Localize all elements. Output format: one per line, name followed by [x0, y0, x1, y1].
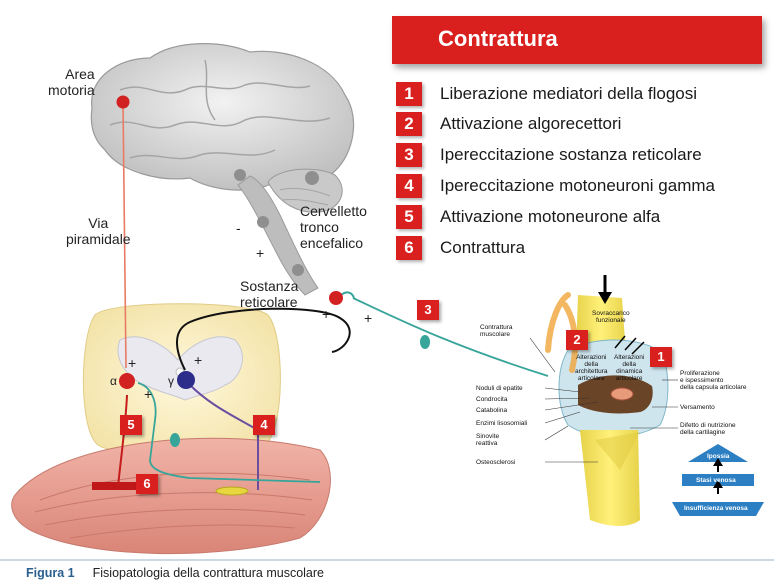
- badge-1: 1: [650, 347, 672, 367]
- label-sostanza: Sostanza: [240, 278, 299, 294]
- label-contrattura-2: muscolare: [480, 331, 510, 338]
- sign-plus-1: +: [256, 245, 265, 261]
- label-alt-arch-2: della: [584, 361, 599, 368]
- label-alt-arch-1: Alterazioni: [576, 354, 607, 361]
- title-box: Contrattura: [392, 16, 762, 64]
- label-alpha: α: [110, 374, 117, 388]
- legend-num-2: 2: [396, 112, 422, 136]
- label-osteosclerosi: Osteosclerosi: [476, 459, 516, 466]
- label-alt-din-3: dinamica: [616, 368, 643, 375]
- label-encefalico: encefalico: [300, 235, 364, 251]
- label-sovraccarico: Sovraccarico funzionale: [592, 310, 630, 324]
- label-sinovite-1: Sinovite: [476, 433, 500, 440]
- label-alt-dinamica: Alterazioni della dinamica articolare: [614, 354, 644, 382]
- sign-plus-4: +: [128, 355, 137, 371]
- label-proliferazione-1: Proliferazione: [680, 370, 720, 377]
- legend-text-2: Attivazione algorecettori: [440, 114, 622, 133]
- label-gamma: γ: [168, 374, 174, 388]
- badge-3: 3: [417, 300, 439, 320]
- caption-text: Fisiopatologia della contrattura muscola…: [92, 566, 324, 580]
- label-ipossia: Ipossia: [707, 453, 730, 460]
- sign-plus-6: +: [144, 386, 153, 402]
- label-catabolina: Catabolina: [476, 407, 508, 414]
- neurons: [116, 95, 343, 389]
- badge-4: 4: [253, 415, 275, 435]
- label-versamento: Versamento: [680, 404, 715, 411]
- badge-2: 2: [566, 330, 588, 350]
- legend-num-4: 4: [396, 174, 422, 198]
- label-motoria: motoria: [48, 82, 95, 98]
- label-sovraccarico-1: Sovraccarico: [592, 310, 630, 317]
- legend-num-3: 3: [396, 143, 422, 167]
- label-cervelletto-text: Cervelletto: [300, 203, 367, 219]
- label-proliferazione-3: della capsula articolare: [680, 384, 747, 391]
- label-difetto: Difetto di nutrizione della cartilagine: [680, 422, 736, 436]
- label-contrattura-1: Contrattura: [480, 324, 513, 331]
- legend-text-4: Ipereccitazione motoneuroni gamma: [440, 176, 715, 195]
- label-insufficienza-venosa: Insufficienza venosa: [684, 505, 748, 512]
- knee-joint: [529, 275, 764, 526]
- legend-num-5: 5: [396, 205, 422, 229]
- label-sinovite-2: reattiva: [476, 440, 498, 447]
- label-area-motoria: Area motoria: [48, 66, 95, 98]
- muscle: [11, 437, 331, 555]
- label-cervelletto: Cervelletto tronco encefalico: [300, 203, 367, 251]
- caption-label: Figura 1: [26, 566, 75, 580]
- label-noduli: Noduli di epatite: [476, 385, 523, 392]
- label-proliferazione: Proliferazione e ispessimento della caps…: [680, 370, 746, 391]
- sign-plus-2: +: [322, 306, 331, 322]
- label-enzimi: Enzimi lisosomiali: [476, 420, 528, 427]
- legend-num-6: 6: [396, 236, 422, 260]
- sign-plus-3: +: [364, 310, 373, 326]
- label-sinovite: Sinovite reattiva: [476, 433, 499, 447]
- label-contrattura-muscolare: Contrattura muscolare: [480, 324, 513, 338]
- legend-text-3: Ipereccitazione sostanza reticolare: [440, 145, 702, 164]
- label-reticolare: reticolare: [240, 294, 298, 310]
- legend-text-5: Attivazione motoneurone alfa: [440, 207, 661, 226]
- title-text: Contrattura: [438, 26, 558, 51]
- label-sovraccarico-2: funzionale: [595, 317, 626, 324]
- badge-6: 6: [136, 474, 158, 494]
- legend-text-6: Contrattura: [440, 238, 526, 257]
- label-alt-arch-3: architettura: [575, 368, 608, 375]
- label-area: Area: [65, 66, 95, 82]
- label-stasi-venosa: Stasi venosa: [696, 477, 736, 484]
- label-via-piramidale: Via piramidale: [66, 215, 131, 247]
- sign-minus: -: [236, 220, 241, 236]
- nerve-paths: [117, 101, 549, 490]
- legend-num-1: 1: [396, 82, 422, 106]
- label-difetto-1: Difetto di nutrizione: [680, 422, 736, 429]
- figure-caption: Figura 1 Fisiopatologia della contrattura…: [26, 566, 324, 580]
- label-difetto-2: della cartilagine: [680, 429, 726, 436]
- legend-text-1: Liberazione mediatori della flogosi: [440, 84, 698, 103]
- label-alt-architettura: Alterazioni della architettura articolar…: [575, 354, 608, 382]
- label-tronco: tronco: [300, 219, 339, 235]
- badge-5: 5: [120, 415, 142, 435]
- label-proliferazione-2: e ispessimento: [680, 377, 724, 384]
- sign-plus-5: +: [194, 352, 203, 368]
- label-alt-din-1: Alterazioni: [614, 354, 645, 361]
- label-alt-din-4: articolare: [615, 375, 643, 382]
- label-via: Via: [88, 215, 109, 231]
- label-alt-din-2: della: [622, 361, 637, 368]
- label-piramidale: piramidale: [66, 231, 131, 247]
- label-alt-arch-4: articolare: [577, 375, 605, 382]
- label-sostanza-reticolare: Sostanza reticolare: [240, 278, 298, 310]
- brain: [90, 43, 355, 296]
- label-condrocita: Condrocita: [476, 396, 508, 403]
